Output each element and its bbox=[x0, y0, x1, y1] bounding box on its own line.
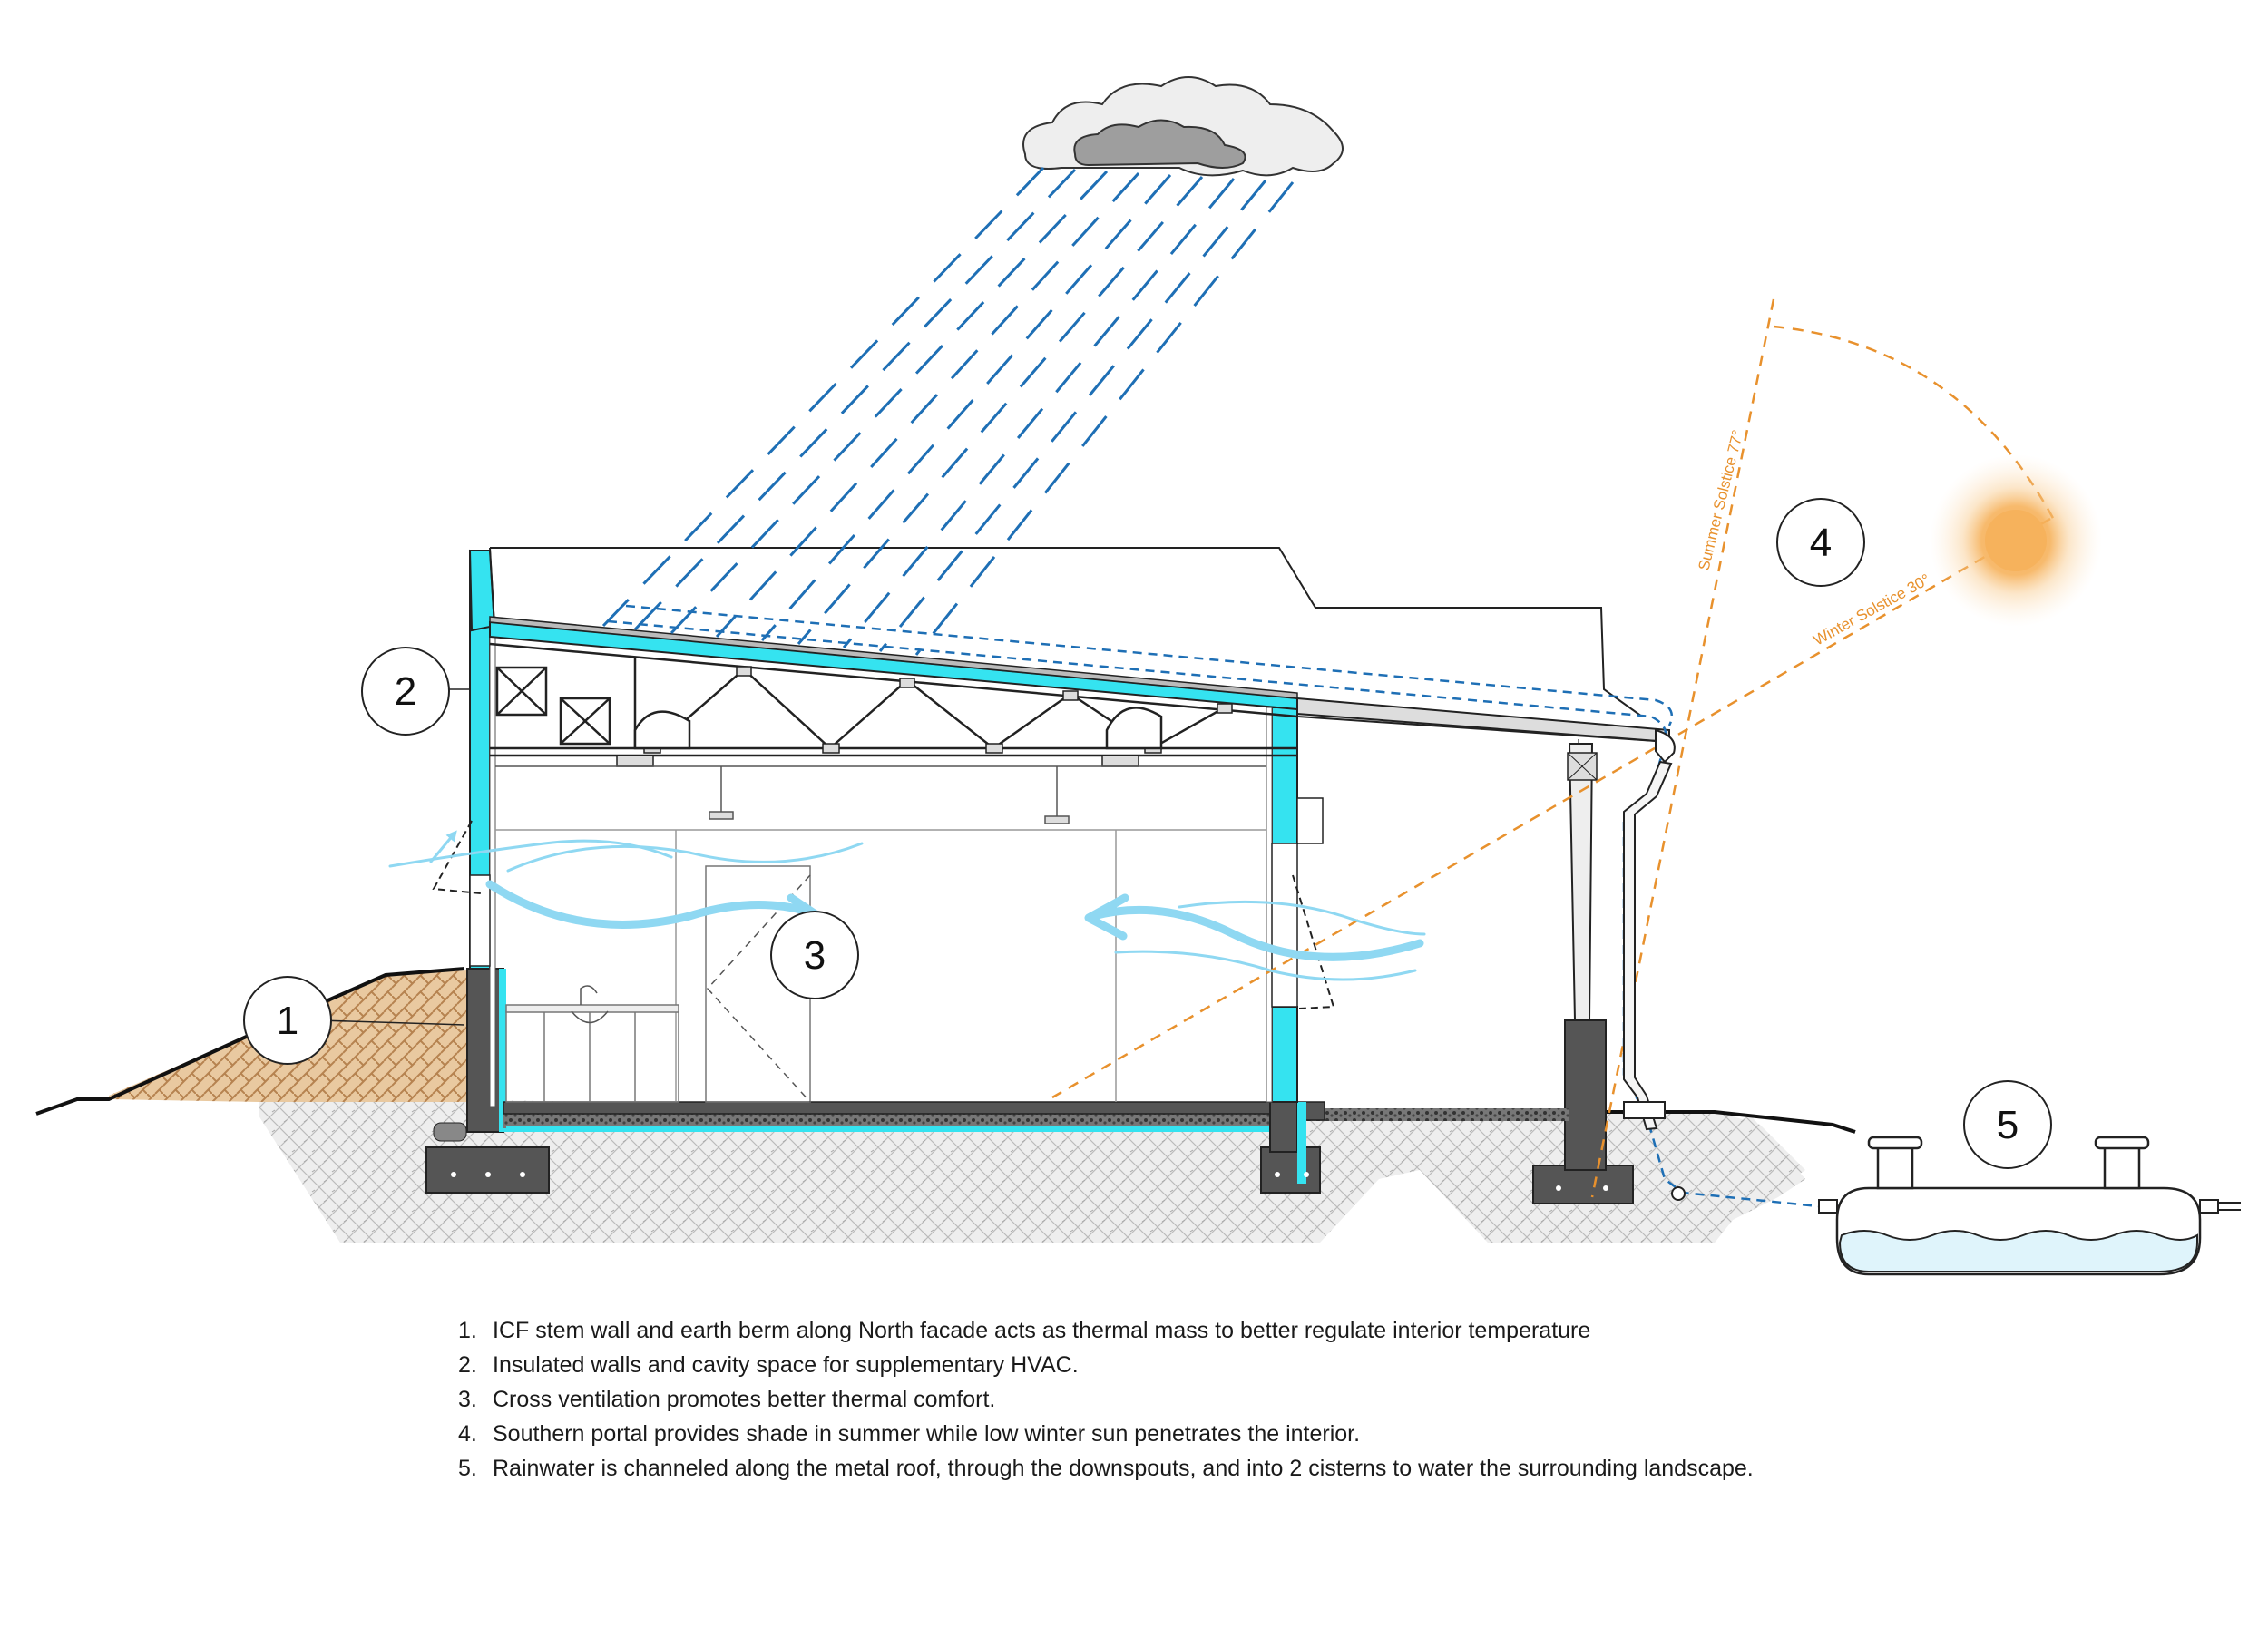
south-window-head bbox=[1296, 797, 1324, 844]
rain-streak bbox=[797, 176, 1204, 645]
cistern-risers bbox=[1867, 1136, 2150, 1190]
callout-5-label: 5 bbox=[1997, 1103, 2019, 1147]
note-number: 3. bbox=[458, 1387, 477, 1412]
kitchen-cabinets bbox=[505, 985, 679, 1103]
porch-roof bbox=[1296, 697, 1670, 744]
summer-sun-ray bbox=[1590, 298, 1775, 1198]
foundation bbox=[425, 968, 1634, 1204]
north-drain bbox=[433, 1122, 467, 1142]
summer-solstice-label: Summer Solstice 77° bbox=[1695, 428, 1746, 572]
roof-metal bbox=[489, 616, 1298, 699]
footing-rebar bbox=[451, 1172, 1608, 1191]
callout-4: 4 bbox=[1776, 498, 1865, 587]
callout-1-label: 1 bbox=[277, 999, 298, 1043]
note-text: ICF stem wall and earth berm along North… bbox=[493, 1318, 1591, 1343]
porch-fascia bbox=[1296, 713, 1670, 743]
note-text: Insulated walls and cavity space for sup… bbox=[493, 1352, 1079, 1378]
note-item: 5. Rainwater is channeled along the metal… bbox=[458, 1451, 2182, 1486]
south-stem-wall bbox=[1269, 1101, 1298, 1153]
north-footing bbox=[425, 1146, 550, 1194]
building-section bbox=[432, 549, 1335, 1107]
south-wall-lower bbox=[1271, 1006, 1298, 1103]
note-number: 1. bbox=[458, 1318, 477, 1343]
note-number: 5. bbox=[458, 1456, 477, 1481]
gravel-bed bbox=[503, 1114, 1293, 1128]
rain-streak bbox=[715, 171, 1140, 639]
slab-insulation bbox=[506, 1126, 1291, 1132]
cistern bbox=[1818, 1136, 2241, 1276]
callout-3-label: 3 bbox=[804, 933, 826, 978]
callout-1-leader bbox=[318, 1019, 465, 1026]
rain-streak bbox=[633, 168, 1077, 631]
sun-disc bbox=[1985, 510, 2047, 571]
note-item: 1. ICF stem wall and earth berm along Nor… bbox=[458, 1313, 2182, 1348]
cistern-pipes bbox=[1818, 1199, 2241, 1214]
floor-slab bbox=[503, 1101, 1294, 1115]
notes-list: 1. ICF stem wall and earth berm along Nor… bbox=[458, 1313, 2182, 1486]
note-text: Rainwater is channeled along the metal r… bbox=[493, 1456, 1754, 1481]
south-stem-insulation bbox=[1297, 1102, 1306, 1184]
callout-2-label: 2 bbox=[395, 669, 416, 714]
icf-insulation bbox=[499, 969, 506, 1132]
callout-3: 3 bbox=[770, 911, 859, 999]
rain-streaks bbox=[601, 166, 1295, 656]
parapet-top bbox=[489, 547, 495, 627]
portal-post bbox=[1567, 743, 1598, 1021]
grade-line-north bbox=[35, 967, 465, 1116]
south-wall-upper bbox=[1271, 707, 1298, 844]
rain-streak bbox=[760, 174, 1172, 641]
note-item: 4. Southern portal provides shade in summ… bbox=[458, 1417, 2182, 1451]
rain-streak bbox=[601, 166, 1045, 628]
north-clerestory-window bbox=[469, 874, 491, 967]
portal-footing bbox=[1532, 1165, 1634, 1204]
note-number: 2. bbox=[458, 1352, 477, 1378]
rain-streak bbox=[670, 170, 1109, 635]
note-text: Southern portal provides shade in summer… bbox=[493, 1421, 1361, 1447]
rain-streak bbox=[914, 181, 1295, 656]
callout-1: 1 bbox=[243, 976, 332, 1065]
note-item: 2. Insulated walls and cavity space for s… bbox=[458, 1348, 2182, 1382]
north-sash-open bbox=[432, 820, 482, 894]
roof bbox=[489, 547, 1670, 824]
airflow-head-left bbox=[1084, 893, 1129, 941]
north-wall-framing bbox=[489, 616, 496, 1107]
callout-2: 2 bbox=[361, 647, 450, 736]
hvac-ducts bbox=[495, 666, 1163, 750]
gravel-upper bbox=[259, 1097, 1306, 1243]
callout-4-label: 4 bbox=[1810, 521, 1832, 565]
door-swing bbox=[706, 874, 811, 1103]
callout-5: 5 bbox=[1963, 1080, 2052, 1169]
winter-sun-ray bbox=[1051, 517, 2051, 1099]
roof-silhouette bbox=[490, 547, 1643, 717]
rain-streak bbox=[842, 178, 1236, 648]
ceiling-lights bbox=[709, 766, 1070, 824]
cistern-water bbox=[1838, 1230, 2198, 1272]
portal-pier bbox=[1564, 1019, 1607, 1171]
south-sash-open bbox=[1292, 874, 1335, 1009]
cloud-icon bbox=[1022, 76, 1344, 177]
icf-stem-wall bbox=[466, 968, 504, 1133]
gutter-downspout bbox=[1623, 728, 1686, 1201]
interior-footing bbox=[1260, 1146, 1321, 1194]
rain-streak bbox=[878, 180, 1267, 652]
porch-slab bbox=[1306, 1108, 1569, 1121]
sun bbox=[1930, 454, 2102, 627]
south-wall-framing bbox=[1266, 707, 1273, 1103]
note-number: 4. bbox=[458, 1421, 477, 1447]
roof-deck bbox=[489, 620, 1298, 711]
south-window bbox=[1271, 843, 1298, 1008]
note-text: Cross ventilation promotes better therma… bbox=[493, 1387, 996, 1412]
ceiling-diffusers bbox=[616, 755, 1139, 767]
note-item: 3. Cross ventilation promotes better ther… bbox=[458, 1382, 2182, 1417]
